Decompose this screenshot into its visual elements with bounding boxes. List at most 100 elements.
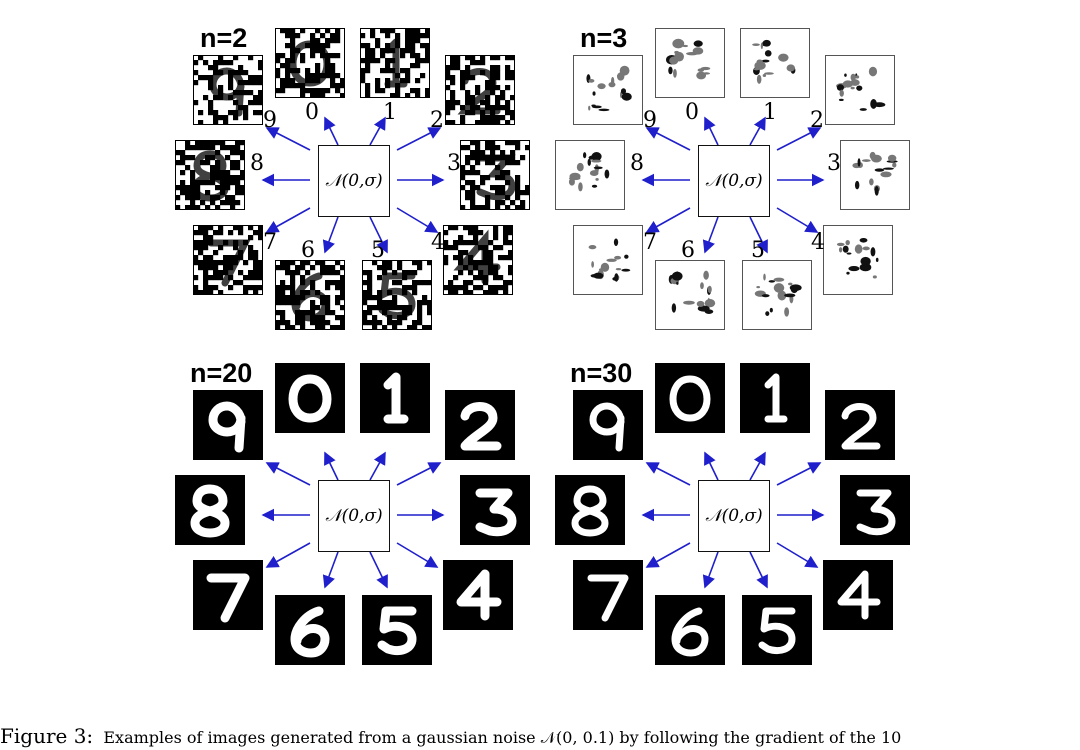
- arrow-to-6: [702, 216, 719, 254]
- digit-label-7: 7: [643, 230, 657, 255]
- arrow-to-1: [369, 116, 386, 146]
- arrow-to-7: [265, 542, 311, 568]
- digit-label-1: 1: [763, 100, 777, 125]
- arrow-to-9: [645, 127, 691, 151]
- generated-image-7: [573, 225, 643, 295]
- generated-image-1: [740, 28, 810, 98]
- digit-label-9: 9: [263, 108, 277, 133]
- arrow-to-4: [396, 542, 439, 568]
- generated-image-1: [360, 363, 430, 433]
- generated-image-3: [460, 475, 530, 545]
- arrow-to-9: [265, 127, 311, 151]
- digit-label-7: 7: [263, 230, 277, 255]
- digit-label-3: 3: [827, 151, 841, 176]
- caption-prefix: Figure 3:: [0, 724, 94, 748]
- arrow-to-5: [749, 551, 768, 589]
- panel-title: n=30: [570, 358, 633, 388]
- gaussian-source-box: 𝒩(0,σ): [318, 480, 390, 552]
- generated-image-0: [275, 363, 345, 433]
- generated-image-4: [443, 560, 513, 630]
- arrow-to-4: [776, 542, 819, 568]
- generated-image-7: [573, 560, 643, 630]
- generated-image-5: [742, 260, 812, 330]
- generated-image-5: [362, 260, 432, 330]
- digit-label-0: 0: [305, 100, 319, 125]
- generated-image-2: [445, 55, 515, 125]
- generated-image-9: [193, 390, 263, 460]
- generated-image-6: [275, 595, 345, 665]
- generated-image-0: [655, 28, 725, 98]
- digit-label-8: 8: [250, 151, 264, 176]
- arrow-to-5: [369, 551, 388, 589]
- arrow-to-5: [369, 216, 388, 254]
- generated-image-6: [655, 260, 725, 330]
- arrows: [261, 451, 445, 589]
- arrow-to-9: [645, 462, 691, 486]
- generated-image-3: [460, 140, 530, 210]
- gaussian-source-box: 𝒩(0,σ): [698, 145, 770, 217]
- generated-image-6: [275, 260, 345, 330]
- generated-image-2: [825, 55, 895, 125]
- digit-label-6: 6: [301, 238, 315, 263]
- panel-title: n=3: [580, 23, 628, 53]
- generated-image-3: [840, 140, 910, 210]
- arrow-to-6: [702, 551, 719, 589]
- caption-text: Examples of images generated from a gaus…: [103, 728, 902, 747]
- generated-image-7: [193, 560, 263, 630]
- generated-image-4: [823, 560, 893, 630]
- digit-label-3: 3: [447, 151, 461, 176]
- arrow-to-7: [265, 207, 311, 233]
- arrow-to-6: [322, 216, 339, 254]
- arrow-to-5: [749, 216, 768, 254]
- arrow-to-0: [704, 116, 719, 146]
- arrows: [641, 116, 825, 254]
- arrow-to-2: [776, 127, 822, 151]
- arrow-to-9: [265, 462, 311, 486]
- gaussian-source-box: 𝒩(0,σ): [318, 145, 390, 217]
- arrow-to-7: [645, 542, 691, 568]
- generated-image-8: [555, 140, 625, 210]
- panel-title: n=2: [200, 23, 248, 53]
- arrow-to-7: [645, 207, 691, 233]
- arrow-to-2: [396, 462, 442, 486]
- generated-image-0: [655, 363, 725, 433]
- generated-image-0: [275, 28, 345, 98]
- generated-image-8: [555, 475, 625, 545]
- digit-label-6: 6: [681, 238, 695, 263]
- gaussian-source-box: 𝒩(0,σ): [698, 480, 770, 552]
- generated-image-1: [360, 28, 430, 98]
- digit-label-5: 5: [751, 238, 765, 263]
- digit-label-1: 1: [383, 100, 397, 125]
- generated-image-8: [175, 475, 245, 545]
- generated-image-5: [742, 595, 812, 665]
- generated-image-7: [193, 225, 263, 295]
- generated-image-2: [825, 390, 895, 460]
- arrow-to-0: [324, 116, 339, 146]
- generated-image-9: [193, 55, 263, 125]
- digit-label-0: 0: [685, 100, 699, 125]
- generated-image-9: [573, 390, 643, 460]
- arrow-to-1: [749, 451, 766, 481]
- generated-image-6: [655, 595, 725, 665]
- arrow-to-1: [749, 116, 766, 146]
- generated-image-5: [362, 595, 432, 665]
- generated-image-3: [840, 475, 910, 545]
- arrow-to-2: [776, 462, 822, 486]
- figure-caption: Figure 3: Examples of images generated f…: [0, 724, 1080, 748]
- generated-image-4: [443, 225, 513, 295]
- generated-image-1: [740, 363, 810, 433]
- arrow-to-6: [322, 551, 339, 589]
- arrow-to-1: [369, 451, 386, 481]
- generated-image-9: [573, 55, 643, 125]
- digit-label-5: 5: [371, 238, 385, 263]
- digit-label-2: 2: [810, 108, 824, 133]
- digit-label-2: 2: [430, 108, 444, 133]
- digit-label-4: 4: [811, 230, 825, 255]
- arrow-to-0: [324, 451, 339, 481]
- arrow-to-2: [396, 127, 442, 151]
